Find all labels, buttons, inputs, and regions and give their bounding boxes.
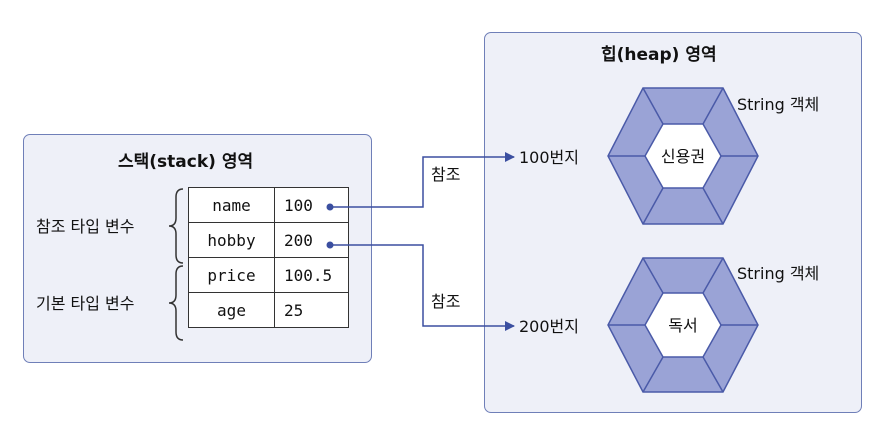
variable-name-cell: price xyxy=(188,257,275,293)
variable-name-cell: age xyxy=(188,292,275,328)
variable-value-cell: 200 xyxy=(274,222,349,258)
variable-name-cell: hobby xyxy=(188,222,275,258)
variable-row: age 25 xyxy=(188,292,349,328)
variable-row: name 100 xyxy=(188,187,349,223)
heap-area-panel xyxy=(484,32,862,413)
arrow-label: 참조 xyxy=(431,165,460,184)
primitive-type-label: 기본 타입 변수 xyxy=(36,294,135,313)
heap-area-title: 힙(heap) 영역 xyxy=(601,45,717,65)
variable-value-cell: 100 xyxy=(274,187,349,223)
variable-table: name 100 hobby 200 price 100.5 age 25 xyxy=(188,187,349,328)
variable-row: hobby 200 xyxy=(188,222,349,258)
variable-name-cell: name xyxy=(188,187,275,223)
stack-area-title: 스택(stack) 영역 xyxy=(118,152,254,172)
variable-row: price 100.5 xyxy=(188,257,349,293)
reference-type-label: 참조 타입 변수 xyxy=(36,217,135,236)
variable-value-cell: 100.5 xyxy=(274,257,349,293)
variable-value-cell: 25 xyxy=(274,292,349,328)
arrow-label: 참조 xyxy=(431,292,460,311)
